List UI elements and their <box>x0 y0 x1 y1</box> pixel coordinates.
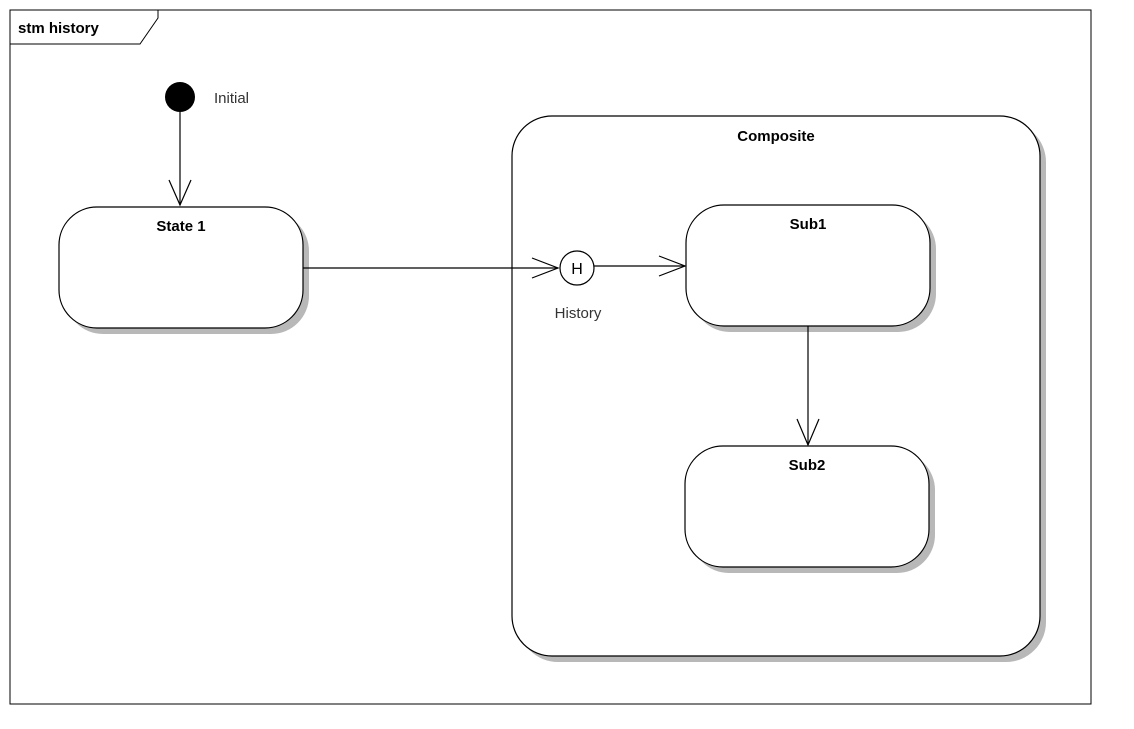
frame-title: stm history <box>18 20 100 37</box>
initial-label: Initial <box>214 90 249 107</box>
initial-pseudostate[interactable] <box>165 82 195 112</box>
transition-sub1-to-sub2[interactable] <box>796 326 820 447</box>
composite-state[interactable] <box>511 115 1041 657</box>
transition-initial-to-state1[interactable] <box>168 112 192 207</box>
transition-state1-to-history[interactable] <box>303 257 560 279</box>
sub2-title: Sub2 <box>789 457 826 474</box>
history-pseudostate[interactable] <box>559 250 595 286</box>
history-label: History <box>555 305 602 322</box>
sub2-node[interactable] <box>684 445 930 568</box>
composite-state-title: Composite <box>737 128 815 145</box>
state1-title: State 1 <box>156 218 205 235</box>
history-glyph: H <box>571 261 583 278</box>
transition-history-to-sub1[interactable] <box>594 255 687 277</box>
sub1-title: Sub1 <box>790 216 827 233</box>
frame-title-tab <box>9 9 159 45</box>
